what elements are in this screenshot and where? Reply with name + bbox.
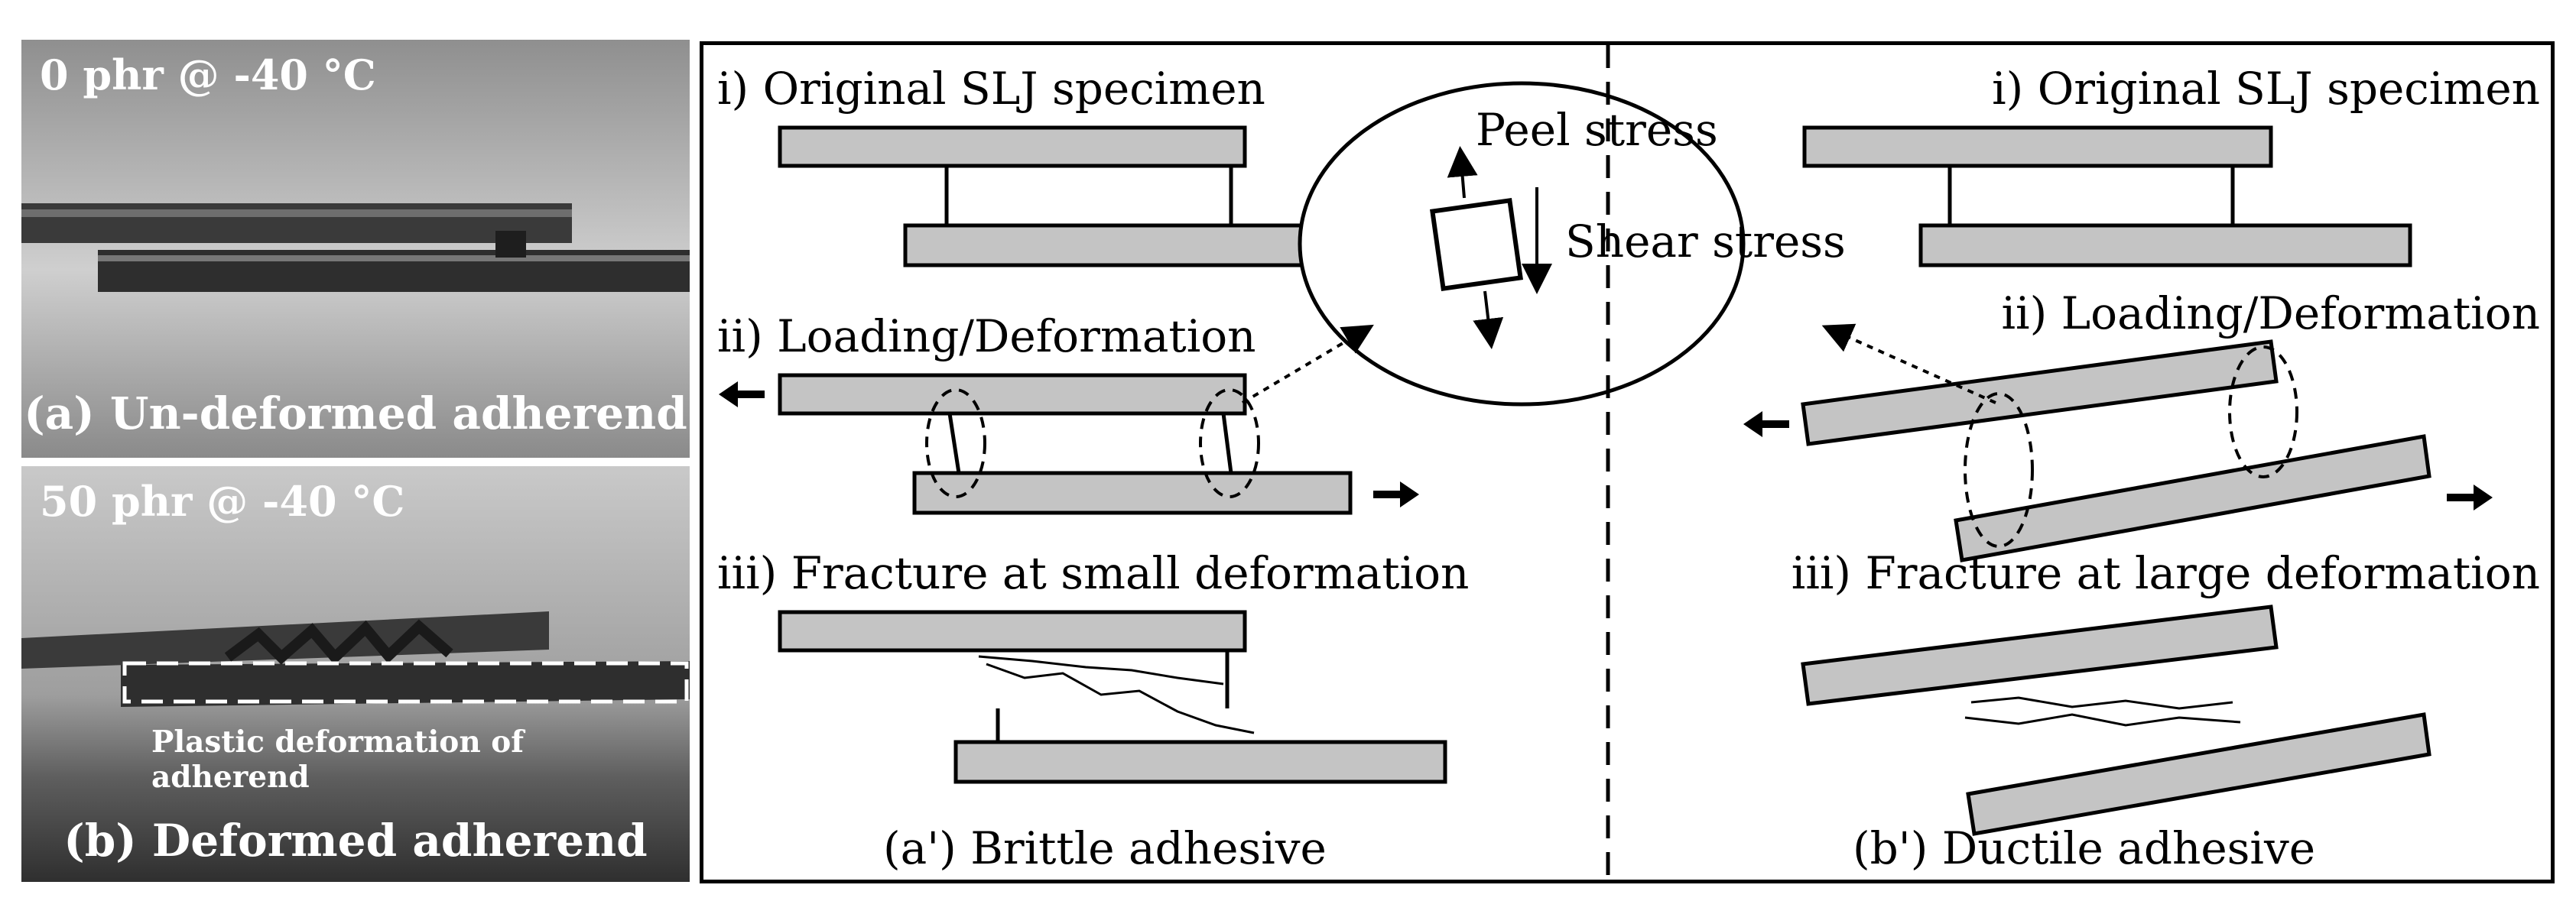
brittle-step-1-label: i) Original SLJ specimen bbox=[717, 63, 1265, 115]
photo-a-condition: 0 phr @ -40 °C bbox=[40, 50, 376, 99]
peel-stress-label: Peel stress bbox=[1476, 104, 1718, 156]
photo-deformed-adherend: 50 phr @ -40 °C Plastic deformation of a… bbox=[21, 466, 690, 882]
slj-failure-schematic: i) Original SLJ specimen ii) Loading/Def… bbox=[700, 41, 2555, 887]
photo-undeformed-adherend: 0 phr @ -40 °C (a) Un-deformed adherend bbox=[21, 40, 690, 458]
photo-a-specimen bbox=[21, 203, 690, 292]
photo-b-specimen bbox=[21, 611, 690, 707]
schematic-drawing bbox=[719, 45, 2493, 887]
brittle-caption: (a') Brittle adhesive bbox=[883, 822, 1327, 874]
shear-stress-label: Shear stress bbox=[1565, 216, 1846, 267]
ductile-step-3-label: iii) Fracture at large deformation bbox=[1791, 547, 2540, 599]
ductile-step-1-label: i) Original SLJ specimen bbox=[1992, 63, 2540, 115]
brittle-step-2-label: ii) Loading/Deformation bbox=[717, 310, 1256, 362]
photo-b-condition: 50 phr @ -40 °C bbox=[40, 477, 405, 526]
ductile-caption: (b') Ductile adhesive bbox=[1853, 822, 2316, 874]
brittle-step-3-label: iii) Fracture at small deformation bbox=[717, 547, 1470, 599]
photo-a-caption: (a) Un-deformed adherend bbox=[24, 387, 687, 439]
photo-b-caption: (b) Deformed adherend bbox=[63, 815, 648, 867]
photo-b-annotation: Plastic deformation of adherend bbox=[151, 724, 525, 795]
ductile-step-2-label: ii) Loading/Deformation bbox=[2001, 287, 2540, 339]
